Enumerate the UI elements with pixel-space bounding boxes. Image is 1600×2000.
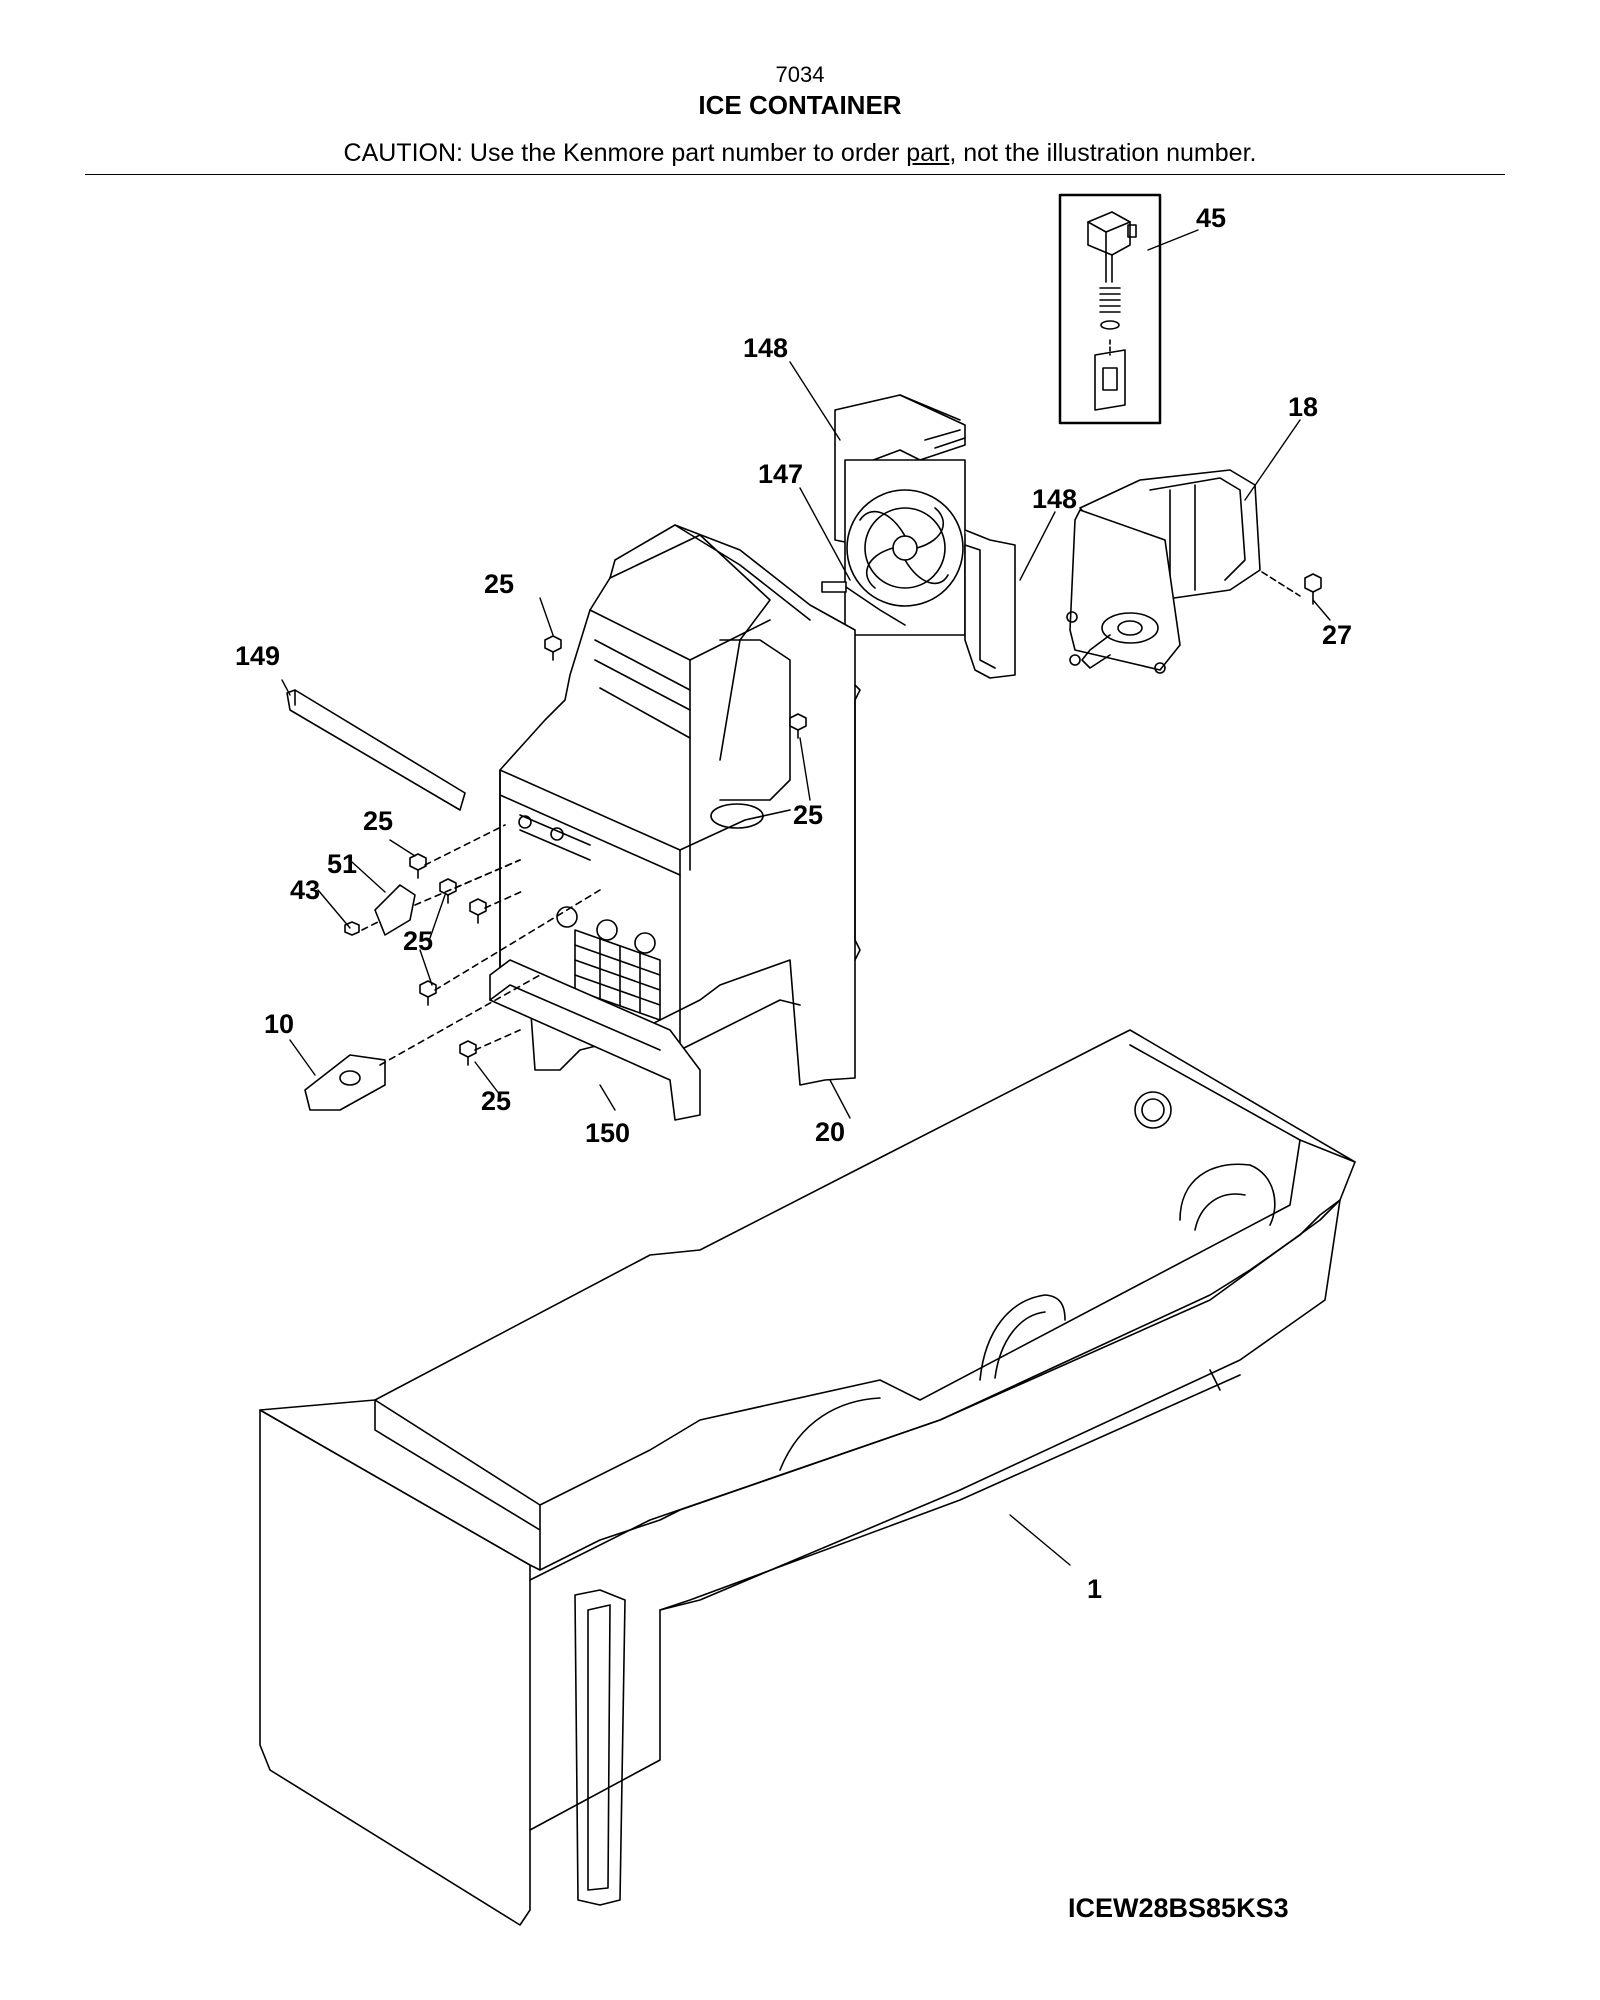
caution-part-link: part bbox=[906, 139, 950, 167]
caution-suffix: , not the illustration number. bbox=[949, 139, 1257, 167]
callout-labels: 45 148 18 147 148 25 27 149 25 25 51 43 … bbox=[235, 203, 1352, 1604]
callout-27: 27 bbox=[1322, 620, 1352, 650]
part-45-inset bbox=[1058, 193, 1162, 425]
callout-51: 51 bbox=[327, 849, 357, 879]
part-18-motor bbox=[1066, 469, 1322, 674]
header-rule bbox=[85, 174, 1505, 175]
part-149-bar bbox=[286, 689, 466, 811]
caution-note: CAUTION: Use the Kenmore part number to … bbox=[0, 139, 1600, 168]
callout-18: 18 bbox=[1288, 392, 1318, 422]
callout-150: 150 bbox=[585, 1118, 630, 1148]
diagram-title: ICE CONTAINER bbox=[698, 90, 902, 120]
screws-25 bbox=[409, 635, 807, 1066]
callout-43: 43 bbox=[290, 875, 320, 905]
callout-25-mid: 25 bbox=[403, 926, 433, 956]
callout-45: 45 bbox=[1196, 203, 1226, 233]
callout-1: 1 bbox=[1087, 1574, 1102, 1604]
part-1-ice-bin bbox=[259, 1029, 1356, 1926]
leader-lines bbox=[281, 229, 1331, 1566]
callout-149: 149 bbox=[235, 641, 280, 671]
diagram-code: 7034 bbox=[775, 62, 825, 87]
callout-10: 10 bbox=[264, 1009, 294, 1039]
caution-prefix: CAUTION: Use the Kenmore part number to … bbox=[343, 139, 907, 167]
callout-25-right: 25 bbox=[793, 800, 823, 830]
part-51-latch bbox=[374, 884, 416, 936]
callout-25-left: 25 bbox=[363, 806, 393, 836]
callout-25-top: 25 bbox=[484, 569, 514, 599]
callout-148-top: 148 bbox=[743, 333, 788, 363]
callout-148-side: 148 bbox=[1032, 484, 1077, 514]
callout-20: 20 bbox=[815, 1117, 845, 1147]
part-10-clip bbox=[304, 1054, 386, 1111]
part-148-fan-shroud bbox=[821, 394, 1016, 679]
callout-25-bottom: 25 bbox=[481, 1086, 511, 1116]
part-150-strip bbox=[489, 959, 701, 1121]
model-number: ICEW28BS85KS3 bbox=[1068, 1893, 1289, 1923]
callout-147: 147 bbox=[758, 459, 803, 489]
assembly-lines bbox=[361, 824, 601, 1066]
